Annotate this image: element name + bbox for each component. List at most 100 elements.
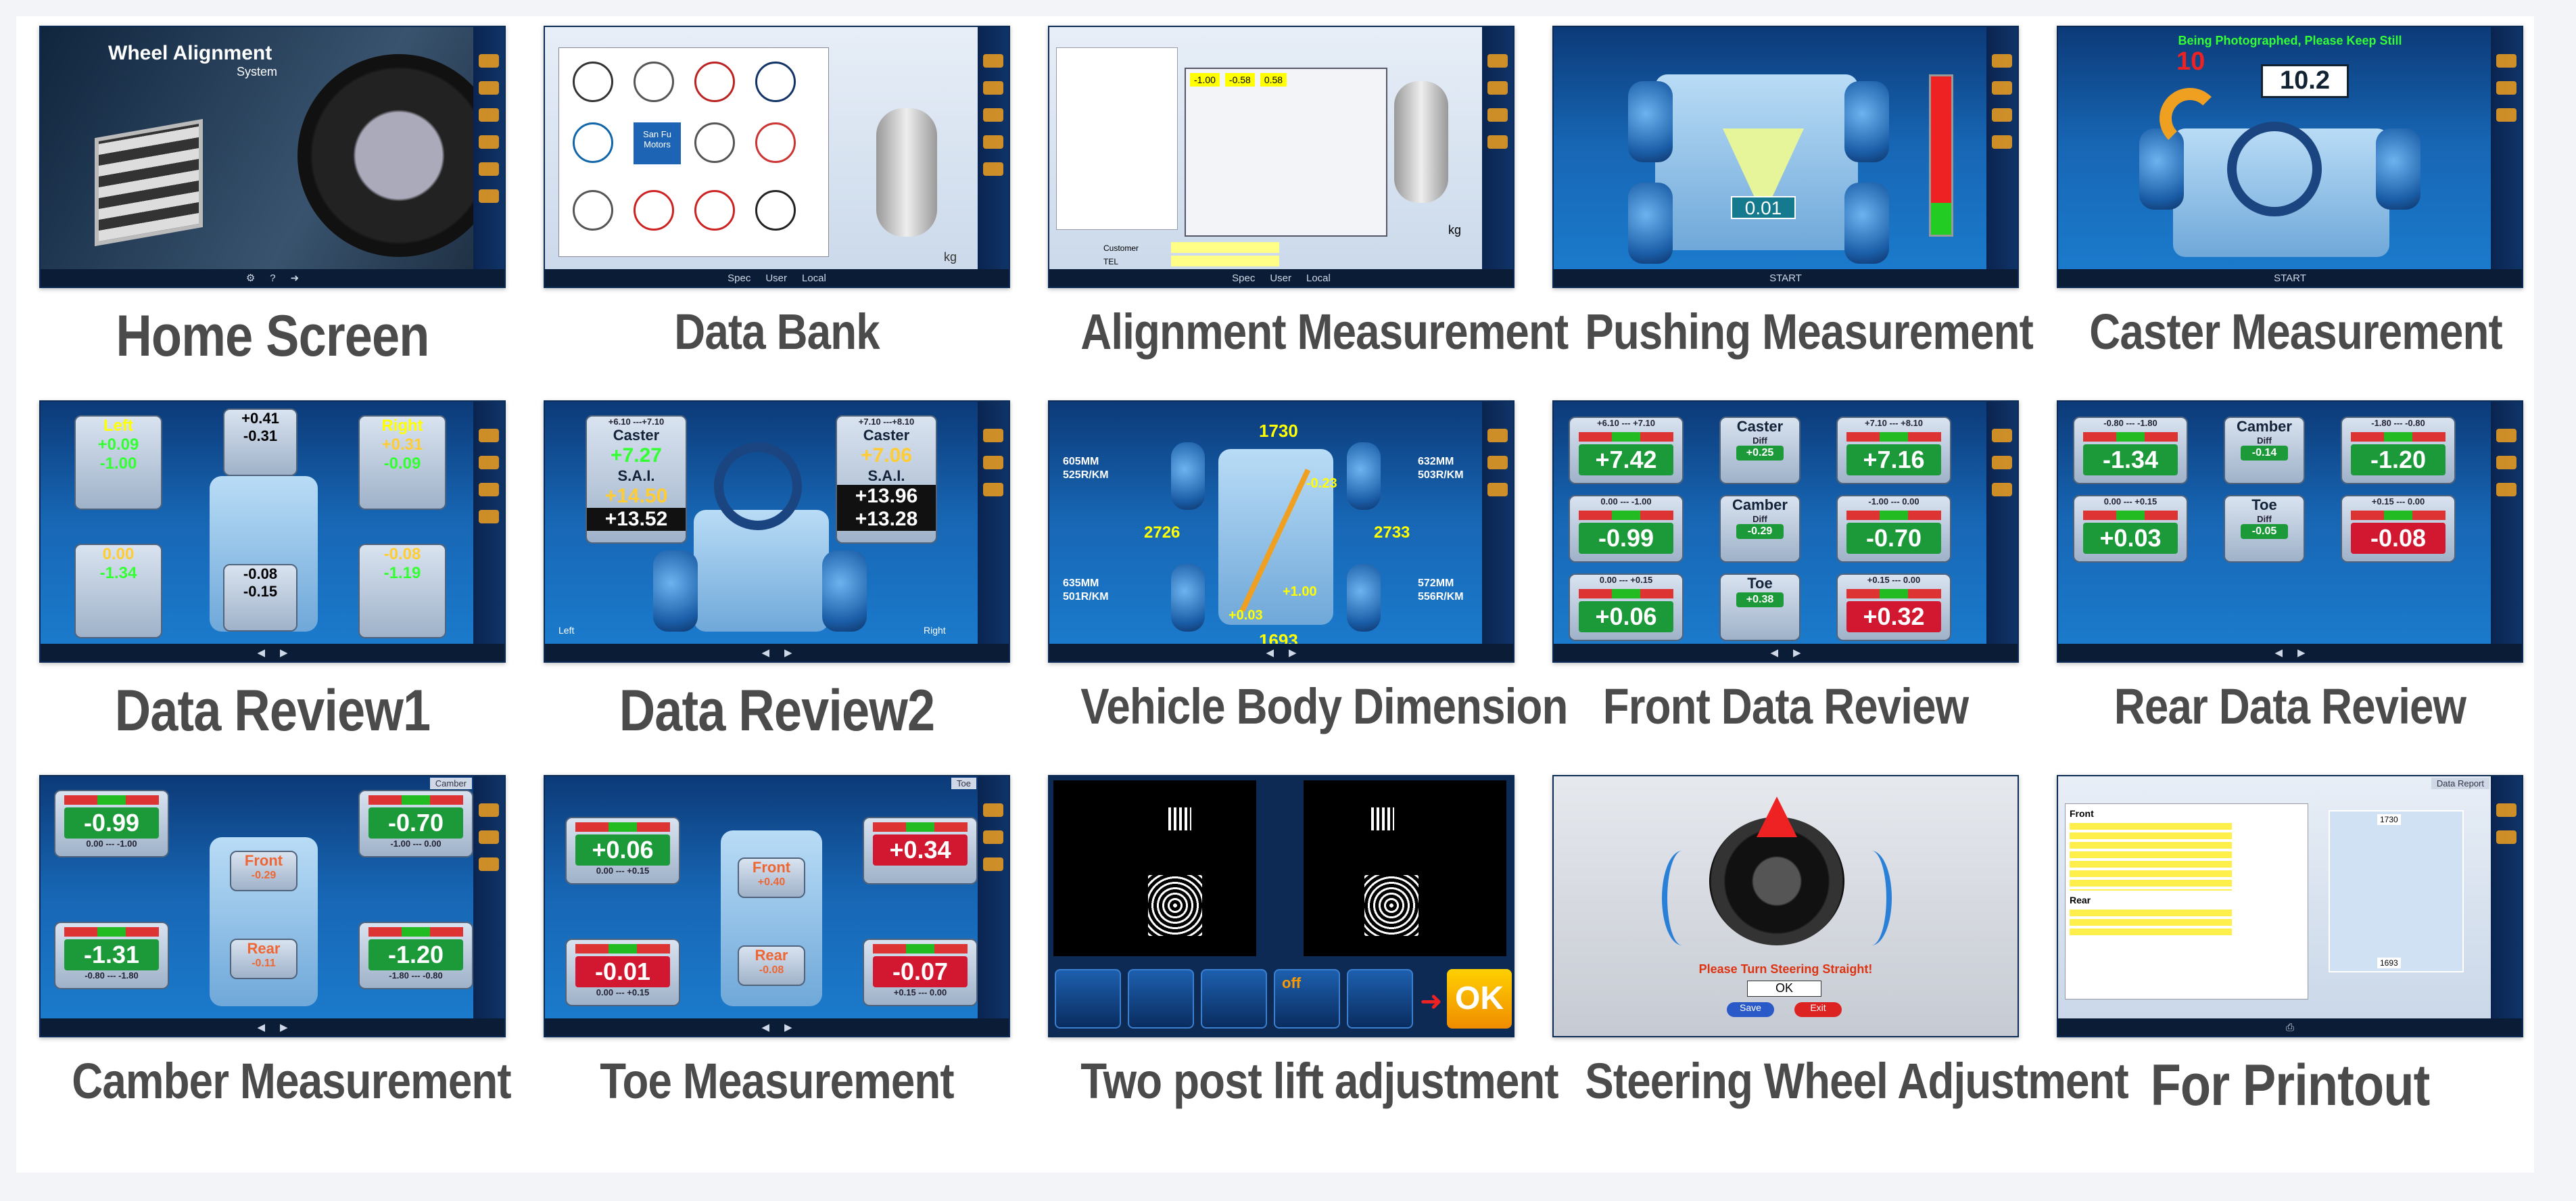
data-review2-shot[interactable]: +6.10 ---+7.10 Caster +7.27 S.A.I. +14.5… [544, 400, 1010, 663]
tile-two-post-lift[interactable]: off ➜ OK Two post lift adjustment [1048, 775, 1559, 1150]
ok-button[interactable]: OK [1747, 981, 1821, 997]
brand-logo[interactable] [634, 190, 674, 231]
caption-alignment-measurement: Alignment Measurement [1080, 304, 1569, 360]
maintenance-dialog[interactable]: -1.00 -0.58 0.58 [1185, 68, 1387, 237]
rl-camber-card: -1.31-0.80 --- -1.80 [54, 922, 169, 989]
start-button[interactable]: START [1769, 272, 1802, 284]
ignition-icon[interactable]: off [1274, 969, 1340, 1029]
save-button[interactable]: Save [1727, 1002, 1774, 1017]
brand-logo[interactable] [573, 122, 613, 163]
tab-user[interactable]: User [1270, 272, 1291, 284]
brand-logo[interactable] [755, 122, 796, 163]
nav-left-icon[interactable]: ◀ [2274, 647, 2283, 659]
caster-measurement-shot[interactable]: Being Photographed, Please Keep Still 10… [2057, 26, 2523, 288]
side-toolbar [1986, 27, 2018, 287]
gauge [2351, 511, 2446, 520]
lock-icon[interactable] [1055, 969, 1121, 1029]
report-table: Front Rear [2065, 803, 2308, 999]
diff: -0.31 [243, 427, 278, 444]
range: +0.15 --- 0.00 [893, 987, 947, 997]
tile-vehicle-body-dimension[interactable]: 1730 1693 2726 2733 605MM 525R/KM 632MM … [1048, 400, 1568, 775]
brand-logo[interactable] [573, 190, 613, 231]
car-lift-icon[interactable] [1347, 969, 1413, 1029]
nav-left-icon[interactable]: ◀ [257, 1022, 265, 1033]
nav-left-icon[interactable]: ◀ [1266, 647, 1274, 659]
toe-value: -0.01 [575, 956, 670, 987]
steering-wheel-adjustment-shot[interactable]: Please Turn Steering Straight! OK Save E… [1552, 775, 2019, 1037]
tile-data-review2[interactable]: +6.10 ---+7.10 Caster +7.27 S.A.I. +14.5… [544, 400, 1010, 775]
pushing-measurement-shot[interactable]: 0.01 START [1552, 26, 2019, 288]
tel-input[interactable] [1171, 256, 1279, 266]
brand-logo[interactable] [755, 62, 796, 102]
nav-left-icon[interactable]: ◀ [761, 1022, 769, 1033]
tab-spec[interactable]: Spec [1232, 272, 1256, 284]
tab-user[interactable]: User [765, 272, 787, 284]
brand-logo[interactable] [755, 190, 796, 231]
print-icon[interactable]: ⎙ [2285, 1021, 2294, 1033]
tile-steering-wheel-adjustment[interactable]: Please Turn Steering Straight! OK Save E… [1552, 775, 2129, 1150]
caption-two-post-lift: Two post lift adjustment [1080, 1053, 1558, 1109]
nav-right-icon[interactable]: ▶ [280, 1022, 288, 1033]
nav-right-icon[interactable]: ▶ [1289, 647, 1297, 659]
card-value: +0.38 [1736, 592, 1784, 607]
ia-value: +13.52 [587, 508, 686, 531]
customer-input[interactable] [1171, 242, 1279, 253]
card-label: Camber [1732, 496, 1788, 513]
tile-pushing-measurement[interactable]: 0.01 START Pushing Measurement [1552, 26, 2034, 400]
brand-logo[interactable] [694, 62, 735, 102]
nav-right-icon[interactable]: ▶ [784, 647, 792, 659]
brand-san-fu[interactable]: San Fu Motors [634, 122, 681, 164]
fl-offset: 605MM [1063, 456, 1099, 467]
nav-left-icon[interactable]: ◀ [257, 647, 265, 659]
pedal-icon[interactable] [1128, 969, 1194, 1029]
tile-home-screen[interactable]: Wheel Alignment System ⚙?➜ Home Screen [39, 26, 506, 400]
range: 0.00 --- +0.15 [596, 866, 650, 876]
printout-shot[interactable]: Data Report Front Rear 1730 1693 ⎙ [2057, 775, 2523, 1037]
caption-data-bank: Data Bank [674, 304, 880, 360]
nav-right-icon[interactable]: ▶ [784, 1022, 792, 1033]
tile-data-bank[interactable]: San Fu Motors kg Spec User Local Data Ba… [544, 26, 1010, 400]
data-bank-shot[interactable]: San Fu Motors kg Spec User Local [544, 26, 1010, 288]
nav-left-icon[interactable]: ◀ [761, 647, 769, 659]
nav-left-icon[interactable]: ◀ [1770, 647, 1778, 659]
start-button[interactable]: START [2274, 272, 2306, 284]
settings-icon[interactable]: ⚙ [245, 273, 256, 284]
tab-spec[interactable]: Spec [728, 272, 751, 284]
data-review1-shot[interactable]: Left +0.09 -1.00 Right +0.31 -0.09 +0.41… [39, 400, 506, 663]
left-label: Left [103, 417, 133, 435]
tile-data-review1[interactable]: Left +0.09 -1.00 Right +0.31 -0.09 +0.41… [39, 400, 506, 775]
home-screen-shot[interactable]: Wheel Alignment System ⚙?➜ [39, 26, 506, 288]
tab-local[interactable]: Local [802, 272, 826, 284]
rr-toe-card: -0.07+0.15 --- 0.00 [863, 939, 978, 1006]
arrow-right-icon[interactable]: ➜ [290, 273, 300, 284]
tile-for-printout[interactable]: Data Report Front Rear 1730 1693 ⎙ For P… [2057, 775, 2523, 1150]
tile-caster-measurement[interactable]: Being Photographed, Please Keep Still 10… [2057, 26, 2523, 400]
two-post-lift-shot[interactable]: off ➜ OK [1048, 775, 1514, 1037]
ok-button[interactable]: OK [1447, 969, 1512, 1029]
card-value: +0.25 [1736, 446, 1784, 461]
gauge [2083, 432, 2178, 442]
exit-button[interactable]: Exit [1794, 1002, 1842, 1017]
vehicle-body-dimension-shot[interactable]: 1730 1693 2726 2733 605MM 525R/KM 632MM … [1048, 400, 1514, 663]
help-icon[interactable]: ? [270, 272, 276, 284]
brand-logo[interactable] [573, 62, 613, 102]
tab-local[interactable]: Local [1306, 272, 1331, 284]
brand-logo[interactable] [694, 122, 735, 163]
brand-logo[interactable] [694, 190, 735, 231]
nav-right-icon[interactable]: ▶ [1793, 647, 1801, 659]
lift-icon[interactable] [1201, 969, 1267, 1029]
nav-right-icon[interactable]: ▶ [280, 647, 288, 659]
nav-right-icon[interactable]: ▶ [2297, 647, 2306, 659]
brand-logo[interactable] [634, 62, 674, 102]
